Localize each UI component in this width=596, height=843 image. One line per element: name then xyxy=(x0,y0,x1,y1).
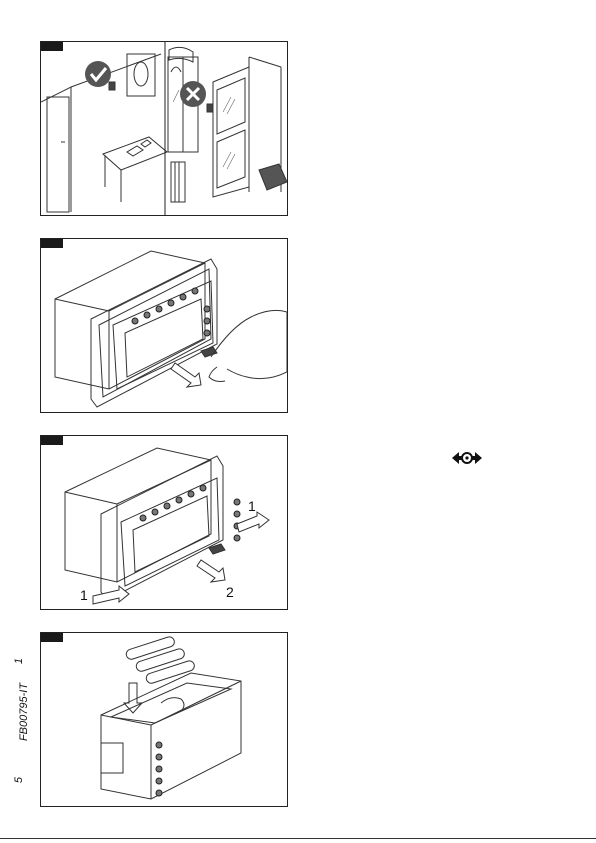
battery-icon xyxy=(125,636,196,685)
side-page-number-top: 1 xyxy=(13,658,25,664)
bidirectional-arrow-gear-icon xyxy=(452,450,482,466)
side-page-number-bottom: 5 xyxy=(13,777,25,783)
figure-tab-marker xyxy=(41,436,63,445)
footer-rule xyxy=(0,838,596,839)
figure-remove-cover xyxy=(40,238,288,413)
callout-step-2: 2 xyxy=(226,584,234,600)
room-illustration xyxy=(41,42,287,215)
callout-step-1-right: 1 xyxy=(248,498,256,514)
side-document-code: FB00795-IT xyxy=(18,683,30,741)
figure-release-steps xyxy=(40,435,288,610)
device-release-illustration xyxy=(41,436,287,609)
cross-icon xyxy=(180,81,206,107)
device-cover-removal-illustration xyxy=(41,239,287,412)
battery-illustration xyxy=(41,633,287,806)
figure-tab-marker xyxy=(41,633,63,642)
figure-tab-marker xyxy=(41,42,63,51)
figure-tab-marker xyxy=(41,239,63,248)
figure-battery-insertion xyxy=(40,632,288,807)
callout-step-1-left: 1 xyxy=(80,587,88,603)
check-icon xyxy=(85,61,111,87)
figure-installation-location xyxy=(40,41,288,216)
